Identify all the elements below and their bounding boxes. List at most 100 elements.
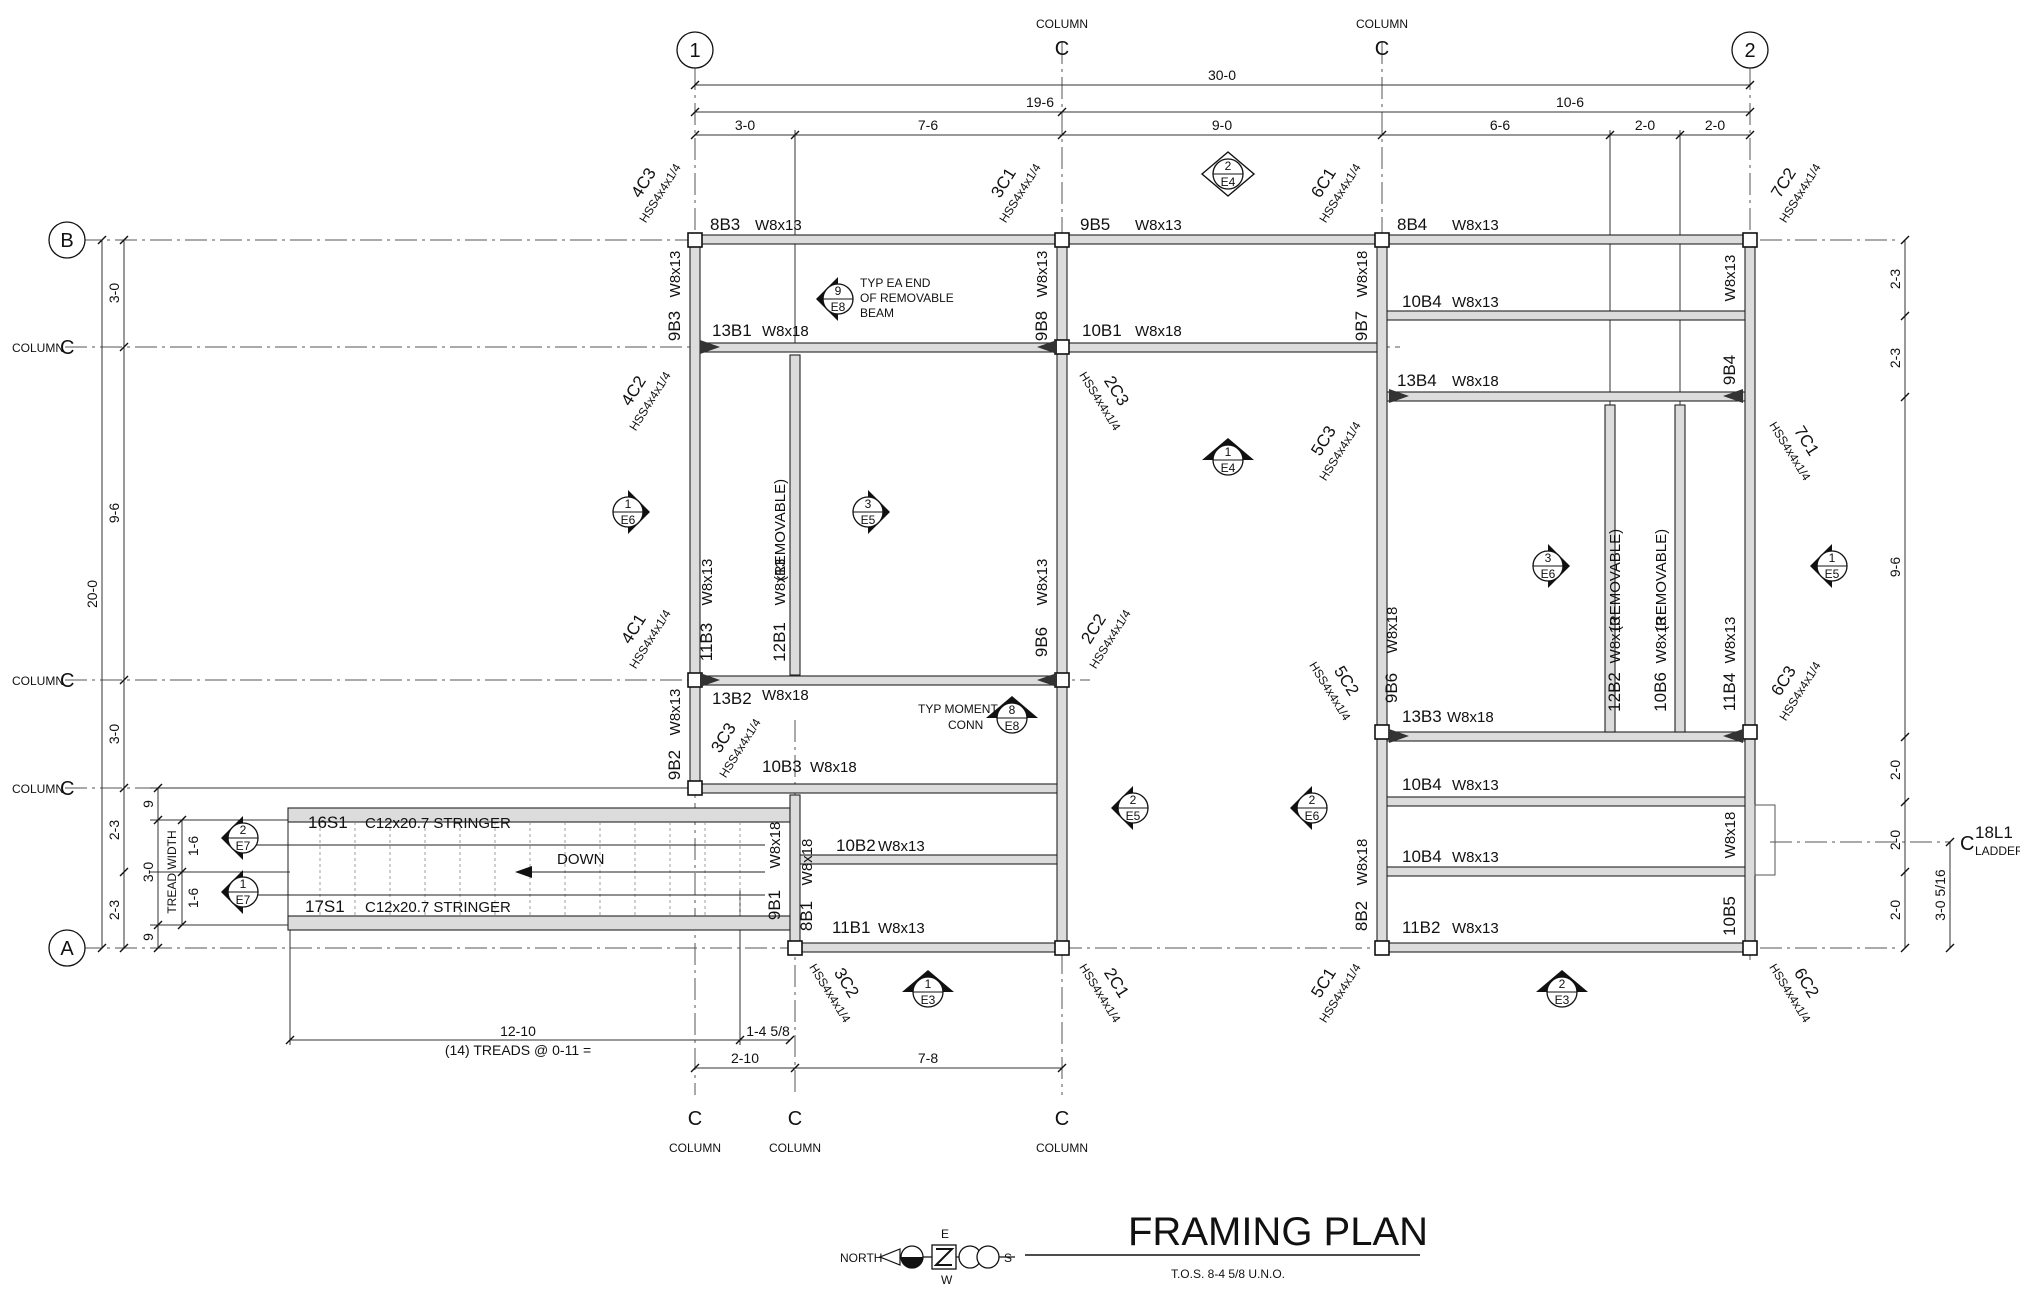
callout-k13-sheet: E3 [921,993,936,1007]
callout-k12-num: 1 [240,877,247,891]
mark-9B6-left: 9B6 [1032,627,1051,657]
drawing-title: FRAMING PLAN [1128,1210,1428,1254]
dim-left-j: 3-0 [140,862,156,882]
dim-top-right: 10-6 [1556,94,1584,110]
callout-k7-sheet: E5 [1825,567,1840,581]
stair-down-label: DOWN [557,851,605,868]
callout-k13-num: 1 [925,977,932,991]
cl-symbol-left-1: C [60,337,74,359]
callout-k14-sheet: E3 [1555,993,1570,1007]
size-9B6-left: W8x13 [1034,559,1051,606]
north-arrow-west: W [941,1273,953,1287]
dim-left-overall: 20-0 [84,580,100,608]
size-9B8: W8x13 [1034,251,1051,298]
callout-k10-sheet: E6 [1305,809,1320,823]
mark-13B4: 13B4 [1397,371,1437,390]
size-11B4: W8x13 [1722,617,1739,664]
callout-k11-num: 2 [240,823,247,837]
size-12B2: W8x13 [1607,617,1624,664]
callout-k3-sheet: E4 [1221,461,1236,475]
dim-right-b: 2-3 [1887,348,1903,368]
dim-right-e: 2-0 [1887,830,1903,850]
mark-9B2: 9B2 [665,750,684,780]
callout-k2-sheet: E8 [831,300,846,314]
note-removable-beam-1: TYP EA END [860,276,931,290]
dim-left-h: 1-6 [185,836,201,856]
size-10B4-top: W8x13 [1452,294,1499,311]
column-label-top-2: COLUMN [1356,17,1408,31]
dim-bottom-stair-length: 12-10 [500,1023,536,1039]
size-9B2: W8x13 [667,689,684,736]
size-8B4: W8x13 [1452,217,1499,234]
right-dimensions: 2-3 2-3 9-6 2-0 2-0 2-0 3-0 5/16 [1887,269,1948,921]
dim-top-b: 7-6 [918,117,938,133]
size-9B4: W8x13 [1722,255,1739,302]
size-9B1: W8x18 [767,822,784,869]
north-arrow-north: NORTH [840,1251,882,1265]
column-label-bot-1: COLUMN [669,1141,721,1155]
drawing-title-note: T.O.S. 8-4 5/8 U.N.O. [1171,1267,1285,1281]
dim-top-left: 19-6 [1026,94,1054,110]
mark-11B1: 11B1 [832,918,870,937]
mark-8B1: 8B1 [797,901,816,931]
size-9B3-upper: W8x13 [667,251,684,298]
north-arrow-south: S [1004,1251,1012,1265]
callout-k1-sheet: E4 [1221,175,1236,189]
callout-k7-num: 1 [1829,551,1836,565]
stair [245,807,791,931]
callout-k2-num: 9 [835,284,842,298]
grid-label-2: 2 [1744,40,1755,62]
bottom-dimensions: 12-10 (14) TREADS @ 0-11 = 1-4 5/8 2-10 … [445,1023,939,1066]
size-11B1: W8x13 [878,920,925,937]
column-label-bot-2: COLUMN [769,1141,821,1155]
dimension-lines [97,80,1955,1073]
mark-16S1: 16S1 [308,813,348,832]
mark-12B1: 12B1 [770,622,789,662]
callout-k12-sheet: E7 [236,893,251,907]
member-marks: 8B3 W8x13 9B5 W8x13 8B4 W8x13 13B1 W8x18… [305,215,2020,937]
dim-bottom-offset: 1-4 5/8 [746,1023,790,1039]
size-13B1: W8x18 [762,323,809,340]
columns [687,232,1776,956]
mark-11B3: 11B3 [697,623,716,661]
title-block: FRAMING PLAN T.O.S. 8-4 5/8 U.N.O. [1025,1210,1428,1281]
mark-10B2: 10B2 [836,836,876,855]
note-moment-conn-1: TYP MOMENT [918,702,998,716]
callout-k5-num: 3 [865,497,872,511]
cl-symbol-top-1: C [1055,38,1069,60]
dim-right-g: 3-0 5/16 [1932,869,1948,921]
callout-k10-num: 2 [1309,793,1316,807]
size-9B6-right: W8x18 [1384,607,1401,654]
dim-right-f: 2-0 [1887,900,1903,920]
cl-symbol-ladder: C [1960,833,1974,855]
mark-10B4-mid: 10B4 [1402,775,1442,794]
dim-left-a: 3-0 [106,283,122,303]
dim-top-f: 2-0 [1705,117,1725,133]
note-removable-beam-3: BEAM [860,306,894,320]
cl-symbol-bot-2: C [788,1108,802,1130]
mark-9B3: 9B3 [665,311,684,341]
column-label-left-2: COLUMN [12,674,64,688]
callout-k4-num: 1 [625,497,632,511]
mark-10B1: 10B1 [1082,321,1122,340]
dim-left-b: 9-6 [106,503,122,523]
size-10B4-low: W8x13 [1452,849,1499,866]
removable-12B1: (REMOVABLE) [772,479,789,581]
removable-12B2: (REMOVABLE) [1607,529,1624,631]
note-removable-beam-2: OF REMOVABLE [860,291,954,305]
mark-10B4-low: 10B4 [1402,847,1442,866]
vertical-member-marks: W8x13 9B3 W8x13 9B8 W8x18 9B7 W8x13 9B4 … [665,251,1739,936]
mark-13B2: 13B2 [712,689,752,708]
mark-10B4-top: 10B4 [1402,292,1442,311]
size-8B3: W8x13 [755,217,802,234]
dim-bottom-a: 2-10 [731,1050,759,1066]
callout-labels: 2 E4 9 E8 1 E4 1 E6 3 E5 3 E6 1 E5 8 E8 … [236,159,1840,1007]
grid-label-1: 1 [689,40,700,62]
mark-9B7: 9B7 [1352,311,1371,341]
north-arrow: NORTH E W S [840,1227,1015,1287]
mark-9B6-right: 9B6 [1382,673,1401,703]
size-10B4-mid: W8x13 [1452,777,1499,794]
cl-symbol-bot-1: C [688,1108,702,1130]
dim-right-d: 2-0 [1887,760,1903,780]
